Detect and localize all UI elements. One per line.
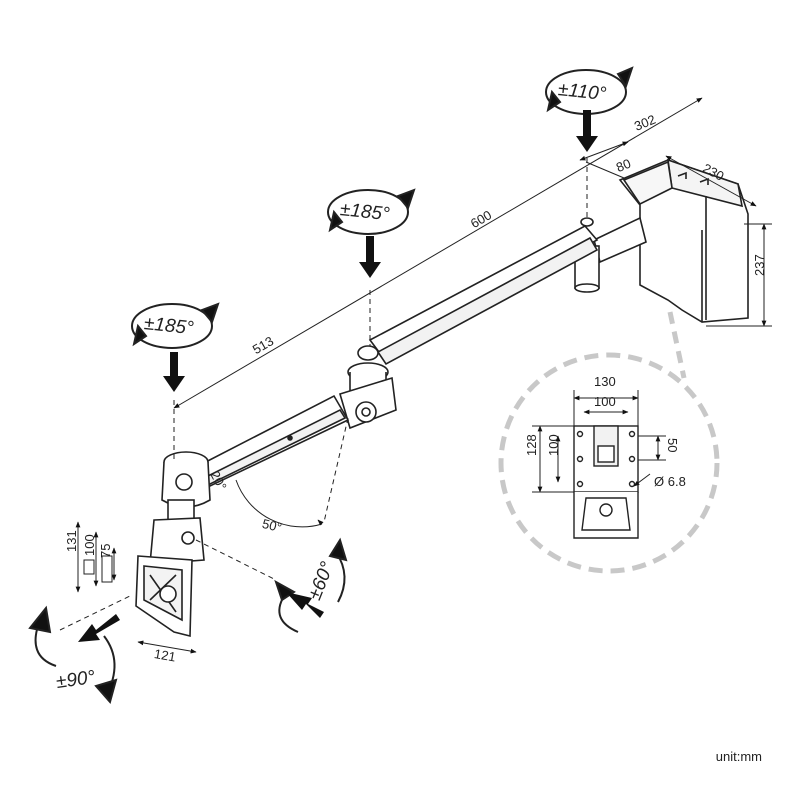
arm-angle-large: 50° bbox=[261, 516, 284, 535]
vesa-height-100: 100 bbox=[546, 434, 561, 456]
vesa-width-130: 130 bbox=[594, 374, 616, 389]
dim-wall-height: 237 bbox=[752, 254, 767, 276]
rotation-label-tilt: ±60° bbox=[304, 559, 338, 604]
rotation-label-middle: ±185° bbox=[339, 199, 391, 225]
dim-arm-long: 600 bbox=[468, 207, 494, 231]
rotation-label-pole: ±110° bbox=[557, 79, 608, 105]
vesa-width-100: 100 bbox=[594, 394, 616, 409]
vesa-height-50: 50 bbox=[665, 438, 680, 452]
rotation-label-portrait: ±90° bbox=[55, 667, 97, 693]
dimension-lines bbox=[75, 97, 772, 654]
dim-arm-short: 513 bbox=[250, 333, 276, 357]
vesa-height-128: 128 bbox=[524, 434, 539, 456]
rotation-label-elbow: ±185° bbox=[143, 313, 195, 339]
dim-plate-h100: 100 bbox=[82, 534, 97, 556]
dim-plate-h75: 75 bbox=[98, 544, 113, 558]
pointer-arrows bbox=[78, 110, 598, 642]
dim-wall-offset: 80 bbox=[614, 156, 633, 175]
dim-reach-total: 302 bbox=[632, 112, 658, 134]
dim-plate-h131: 131 bbox=[64, 530, 79, 552]
dim-plate-width: 121 bbox=[153, 646, 177, 665]
rotation-symbols bbox=[28, 66, 634, 705]
vesa-detail: 130 100 128 100 50 Ø 6.8 bbox=[498, 311, 720, 574]
vesa-hole-diameter: Ø 6.8 bbox=[654, 474, 686, 489]
unit-label: unit:mm bbox=[715, 749, 762, 764]
